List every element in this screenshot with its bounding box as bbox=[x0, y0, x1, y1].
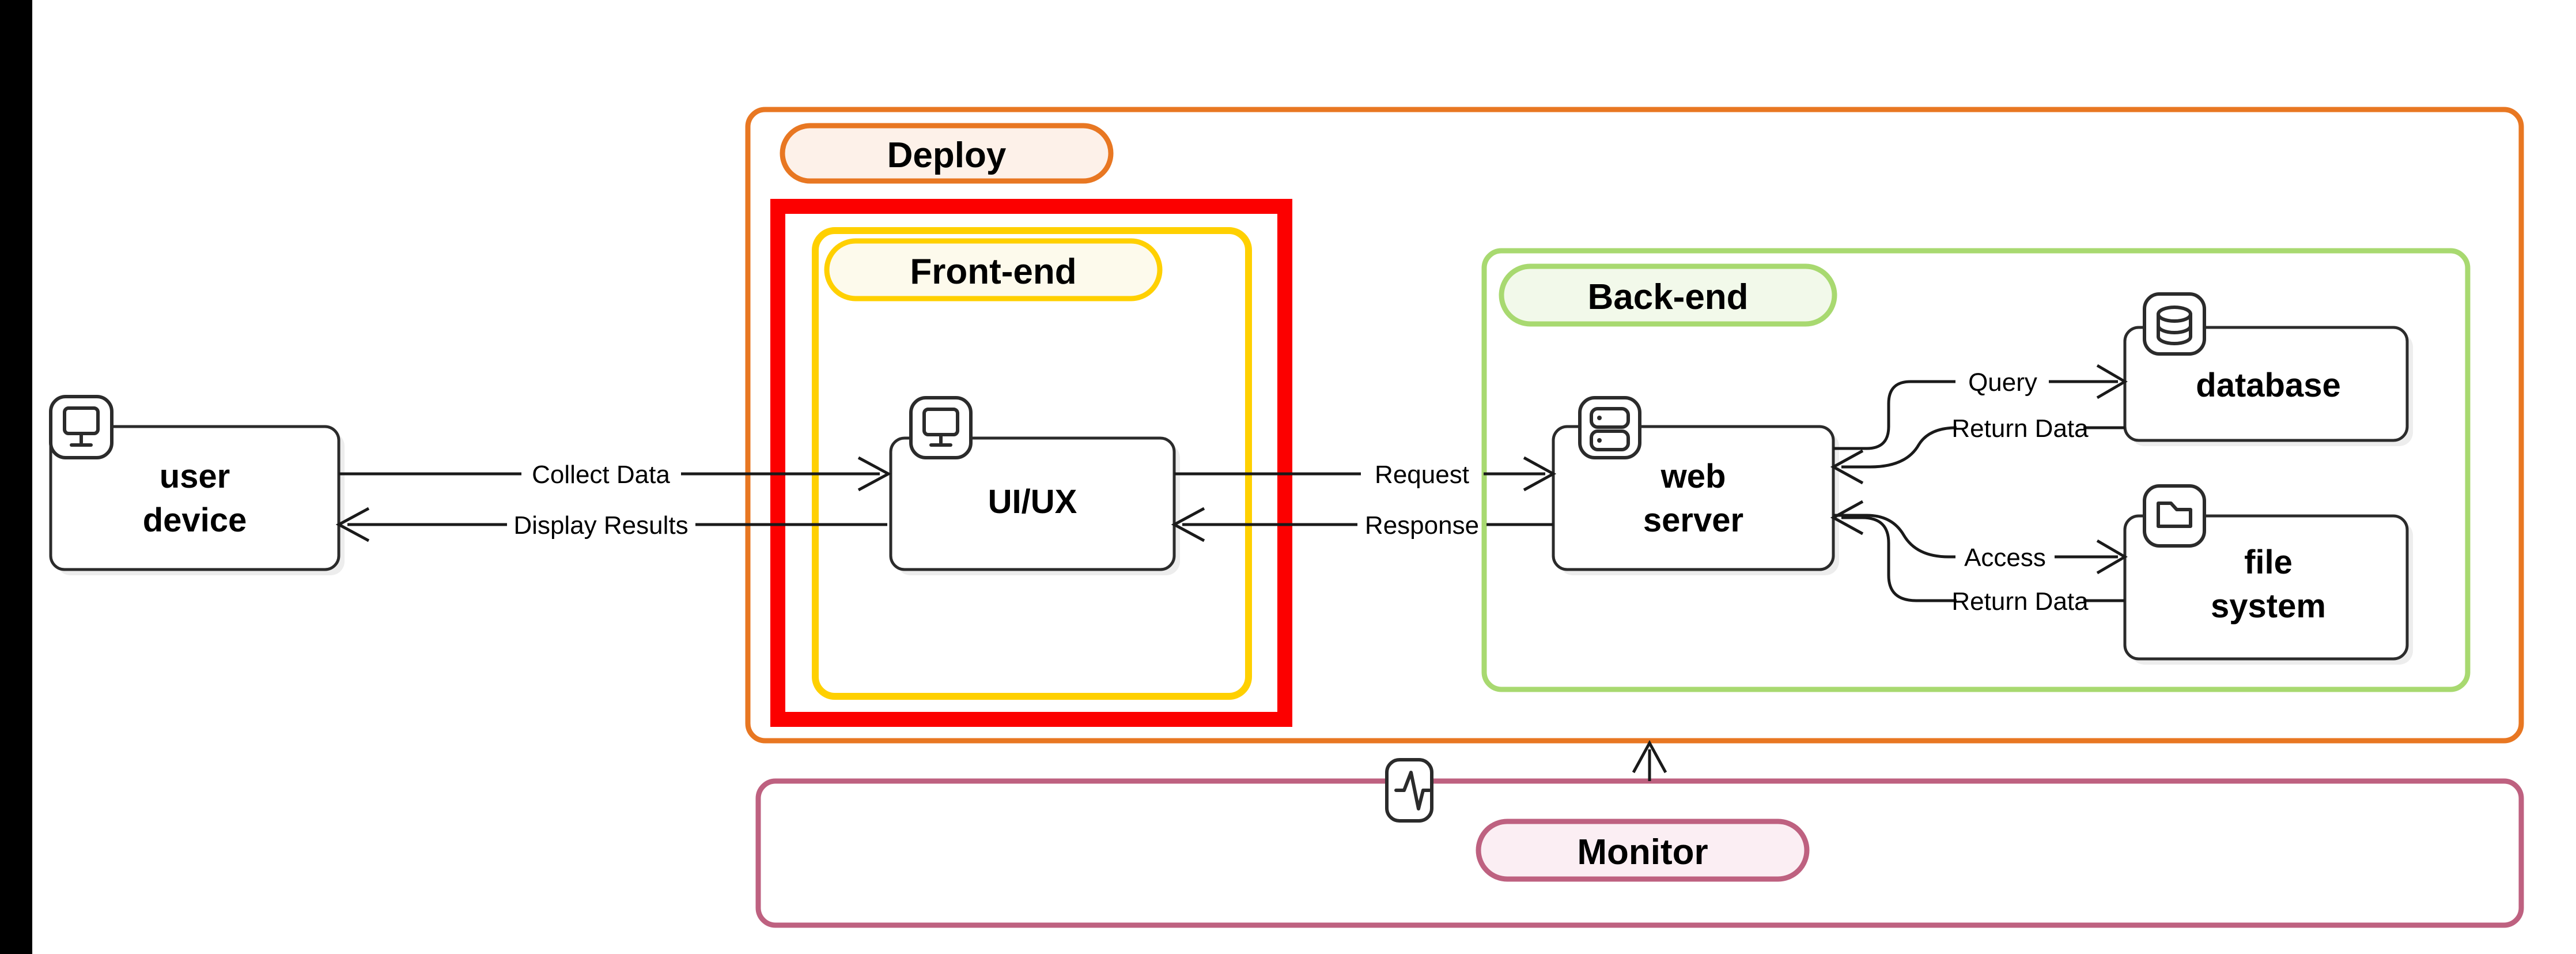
edge-access: Access bbox=[1833, 514, 2128, 575]
edge-return-data-fs: Return Data bbox=[1830, 500, 2125, 616]
edge-query: Query bbox=[1833, 364, 2128, 450]
edge-response: Response bbox=[1171, 507, 1553, 542]
edge-response-label: Response bbox=[1365, 511, 1479, 540]
frontend-highlight-box[interactable] bbox=[770, 199, 1292, 727]
node-database[interactable]: database bbox=[2123, 292, 2413, 446]
node-file-system-label-2: system bbox=[2211, 587, 2326, 625]
edge-collect-data-label: Collect Data bbox=[532, 461, 670, 489]
monitor-icon bbox=[49, 395, 114, 459]
database-icon bbox=[2143, 292, 2206, 356]
edge-display-results: Display Results bbox=[335, 507, 887, 542]
edge-return-data-fs-label: Return Data bbox=[1951, 587, 2089, 616]
node-user-device-label-1: user bbox=[160, 458, 230, 495]
cluster-backend-label[interactable]: Back-end bbox=[1499, 263, 1837, 327]
edge-collect-data: Collect Data bbox=[339, 456, 892, 492]
monitor-icon bbox=[909, 396, 973, 459]
edge-access-label: Access bbox=[1964, 544, 2046, 572]
edge-display-results-label: Display Results bbox=[513, 511, 688, 540]
node-web-server-label-1: web bbox=[1660, 458, 1726, 495]
activity-pulse-icon bbox=[1385, 758, 1433, 823]
cluster-frontend-label[interactable]: Front-end bbox=[824, 238, 1163, 301]
cluster-backend-label-text: Back-end bbox=[1587, 277, 1748, 317]
node-file-system-label-1: file bbox=[2244, 544, 2293, 581]
server-icon bbox=[1578, 396, 1641, 459]
cluster-monitor-label-text: Monitor bbox=[1577, 832, 1708, 872]
cluster-backend[interactable] bbox=[1481, 248, 2471, 692]
cluster-monitor-label[interactable]: Monitor bbox=[1476, 819, 1810, 882]
cluster-monitor[interactable] bbox=[755, 778, 2524, 928]
node-web-server-label-2: server bbox=[1643, 501, 1743, 539]
edge-return-data-db-label: Return Data bbox=[1951, 414, 2089, 443]
node-file-system[interactable]: file system bbox=[2123, 484, 2413, 665]
node-ui-ux[interactable]: UI/UX bbox=[889, 396, 1180, 575]
cluster-deploy-label[interactable]: Deploy bbox=[780, 123, 1114, 184]
edge-return-data-db: Return Data bbox=[1830, 414, 2125, 485]
cluster-frontend-label-text: Front-end bbox=[910, 252, 1076, 292]
node-database-label-1: database bbox=[2196, 367, 2340, 404]
cluster-deploy[interactable] bbox=[745, 107, 2524, 744]
left-gutter-bar bbox=[0, 0, 32, 954]
node-user-device[interactable]: user device bbox=[49, 395, 345, 575]
node-user-device-label-2: device bbox=[143, 501, 247, 539]
edge-request-label: Request bbox=[1375, 461, 1469, 489]
folder-icon bbox=[2143, 484, 2206, 548]
edge-query-label: Query bbox=[1968, 368, 2037, 397]
node-web-server[interactable]: web server bbox=[1552, 396, 1839, 575]
edge-monitor-to-deploy bbox=[1632, 740, 1667, 781]
cluster-deploy-label-text: Deploy bbox=[887, 135, 1007, 175]
edge-request: Request bbox=[1174, 456, 1557, 492]
node-ui-ux-label-1: UI/UX bbox=[988, 483, 1077, 521]
cluster-frontend[interactable] bbox=[812, 227, 1252, 700]
